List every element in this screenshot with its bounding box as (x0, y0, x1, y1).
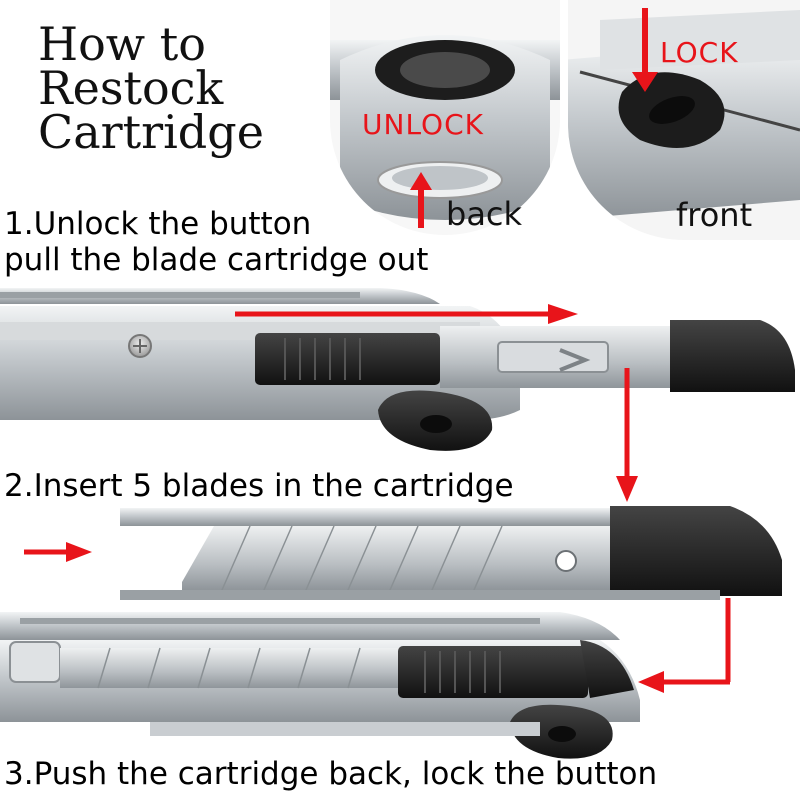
unlock-label: UNLOCK (362, 108, 484, 141)
page-title: How to Restock Cartridge (38, 17, 338, 159)
step-1-line-2: pull the blade cartridge out (4, 242, 429, 278)
knife-step1 (0, 288, 795, 451)
arrow-back (638, 598, 731, 693)
title-line-3: Cartridge (38, 105, 264, 159)
blade-cartridge (24, 506, 782, 600)
step-3-text: 3.Push the cartridge back, lock the butt… (4, 756, 658, 792)
step-1-text: 1.Unlock the button pull the blade cartr… (4, 206, 428, 278)
title-line-2: Restock (38, 61, 224, 115)
back-label: back (446, 195, 523, 233)
knife-step3 (0, 612, 640, 759)
inset-back (330, 0, 560, 235)
inset-front (568, 0, 800, 240)
arrow-down (616, 368, 638, 502)
step-1-line-1: 1.Unlock the button (4, 206, 312, 242)
step-2-text: 2.Insert 5 blades in the cartridge (4, 468, 514, 504)
front-label: front (676, 196, 753, 234)
title-line-1: How to (38, 17, 206, 71)
lock-label: LOCK (660, 36, 739, 69)
